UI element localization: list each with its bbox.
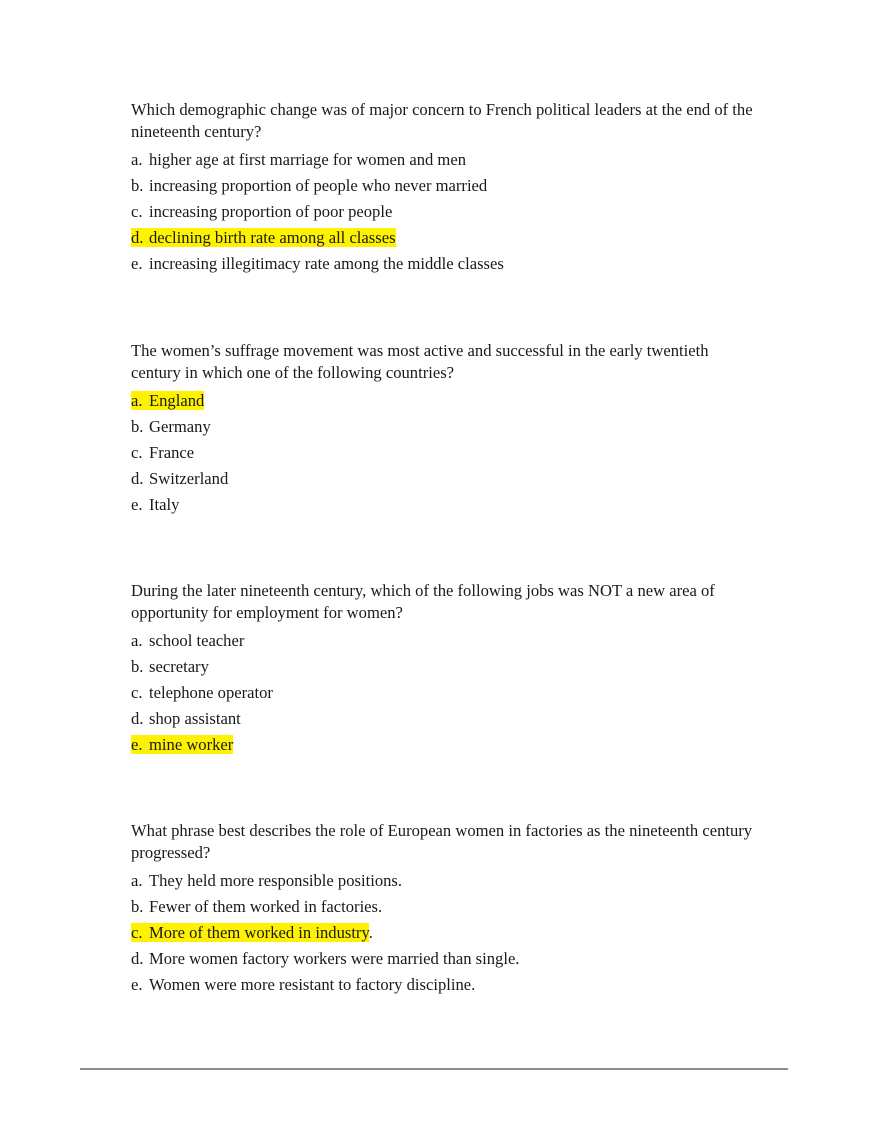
option-c-highlighted: c.More of them worked in industry. <box>131 923 373 942</box>
option-d: d.Switzerland <box>131 469 229 488</box>
option-a: a.higher age at first marriage for women… <box>131 150 466 169</box>
option-a: a.They held more responsible positions. <box>131 871 403 890</box>
option-c: c.telephone operator <box>131 683 273 702</box>
option-b: b.Fewer of them worked in factories. <box>131 897 383 916</box>
answer-highlight: d.declining birth rate among all classes <box>131 228 396 247</box>
option-d: d.shop assistant <box>131 709 241 728</box>
answer-highlight: c.More of them worked in industry <box>131 923 369 942</box>
question-3: During the later nineteenth century, whi… <box>131 580 761 758</box>
question-2: The women’s suffrage movement was most a… <box>131 340 761 518</box>
option-e-highlighted: e.mine worker <box>131 732 761 758</box>
option-c: c.increasing proportion of poor people <box>131 202 393 221</box>
answer-highlight: a.England <box>131 391 205 410</box>
option-c: c.France <box>131 443 195 462</box>
question-stem: During the later nineteenth century, whi… <box>131 581 715 622</box>
footer-divider <box>80 1068 788 1070</box>
option-d-highlighted: d.declining birth rate among all classes <box>131 225 761 251</box>
option-e: e.Women were more resistant to factory d… <box>131 975 476 994</box>
question-stem: The women’s suffrage movement was most a… <box>131 341 709 382</box>
question-stem: What phrase best describes the role of E… <box>131 821 753 862</box>
option-d: d.More women factory workers were marrie… <box>131 949 520 968</box>
question-4: What phrase best describes the role of E… <box>131 820 761 998</box>
option-b: b.secretary <box>131 657 209 676</box>
answer-highlight: e.mine worker <box>131 735 234 754</box>
option-e: e.Italy <box>131 495 180 514</box>
question-stem: Which demographic change was of major co… <box>131 100 753 141</box>
option-a: a.school teacher <box>131 631 245 650</box>
option-a-highlighted: a.England <box>131 388 761 414</box>
option-b: b.increasing proportion of people who ne… <box>131 176 488 195</box>
option-b: b.Germany <box>131 417 211 436</box>
option-e: e.increasing illegitimacy rate among the… <box>131 254 504 273</box>
question-1: Which demographic change was of major co… <box>131 99 761 277</box>
